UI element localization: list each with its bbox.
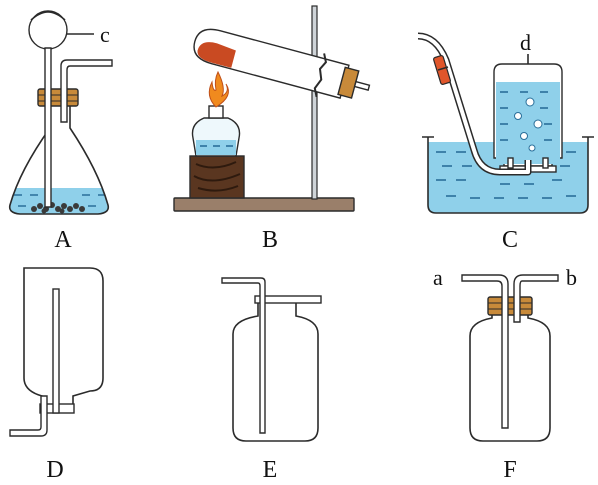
water-trough bbox=[427, 137, 589, 214]
rubber-connector bbox=[433, 55, 451, 85]
label-b: B bbox=[262, 227, 278, 253]
flask-water-dashes bbox=[14, 194, 106, 207]
flask-stopper bbox=[37, 88, 79, 107]
apparatus-c: d C bbox=[417, 30, 594, 253]
label-f: F bbox=[503, 457, 516, 483]
gas-bubbles bbox=[514, 97, 543, 152]
lamp-cap bbox=[208, 105, 224, 119]
bottle-d-bent-tube bbox=[9, 395, 48, 437]
label-a: A bbox=[54, 227, 72, 253]
label-d: D bbox=[46, 457, 63, 483]
thistle-funnel-stem bbox=[44, 47, 52, 208]
callout-d: d bbox=[520, 30, 531, 55]
apparatus-b: B bbox=[173, 5, 371, 253]
callout-a: a bbox=[433, 265, 443, 290]
reactant-powder bbox=[197, 42, 236, 68]
bottle-e bbox=[232, 301, 319, 442]
bottle-f-tube-b bbox=[513, 274, 559, 323]
apparatus-e: E bbox=[221, 277, 322, 483]
bottle-f bbox=[469, 309, 551, 442]
conical-flask bbox=[8, 105, 110, 215]
label-e: E bbox=[263, 457, 278, 483]
stand-rod bbox=[311, 5, 318, 200]
tube-clamp bbox=[313, 53, 328, 98]
stand-base bbox=[173, 197, 355, 212]
apparatus-f: a b F bbox=[433, 265, 577, 483]
test-tube bbox=[193, 28, 350, 99]
bottle-e-stopper bbox=[254, 295, 322, 304]
bottle-d bbox=[23, 267, 104, 413]
apparatus-d: D bbox=[9, 267, 104, 483]
flask-delivery-tube bbox=[60, 59, 113, 123]
bottle-e-tube bbox=[221, 277, 266, 434]
callout-c: c bbox=[100, 22, 110, 47]
bottle-f-stopper bbox=[487, 296, 533, 316]
solid-granules bbox=[31, 202, 85, 214]
bottle-water bbox=[496, 82, 560, 164]
callout-b: b bbox=[566, 265, 577, 290]
bottle-f-tube-a bbox=[461, 274, 509, 429]
bottle-d-long-tube bbox=[52, 288, 60, 414]
lamp-liquid bbox=[196, 140, 236, 155]
label-c: C bbox=[502, 227, 518, 253]
apparatus-a: c A bbox=[8, 10, 113, 253]
lamp-flame bbox=[208, 70, 229, 108]
